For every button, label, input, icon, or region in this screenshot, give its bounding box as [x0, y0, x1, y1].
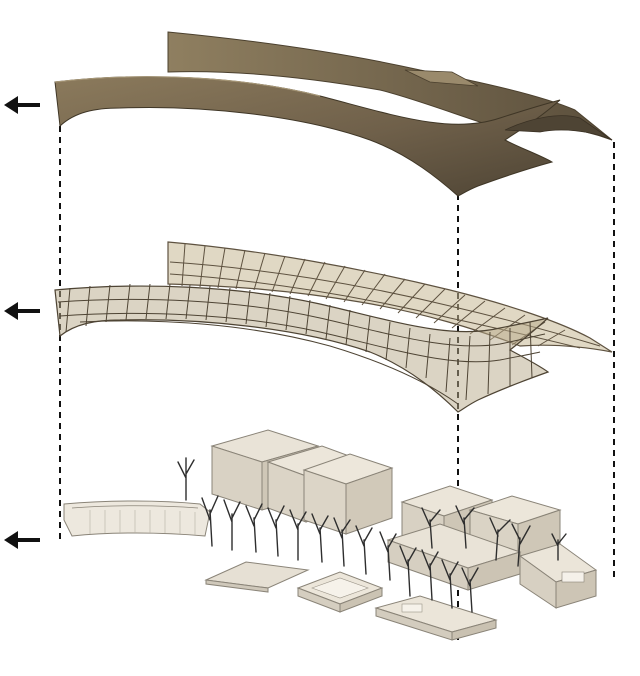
tree-icon [461, 567, 479, 613]
roof-back-top-strip [404, 69, 479, 87]
tree-icon [399, 545, 417, 597]
trees-group [177, 457, 567, 613]
tree-icon [421, 507, 441, 549]
tree-icon [333, 517, 351, 567]
tree-icon [201, 495, 219, 547]
tree-icon [551, 533, 567, 561]
left-canopy [63, 500, 211, 537]
arrow-middle-icon [4, 302, 40, 320]
tree-icon [289, 509, 307, 561]
tree-icon [311, 513, 329, 563]
grid-front-shell [54, 285, 550, 413]
roof-curl-right [504, 115, 613, 141]
tree-icon [441, 559, 459, 609]
building-cluster-right [386, 485, 598, 609]
roof-surface-layer [54, 31, 613, 197]
roof-front-shell [54, 76, 561, 197]
ground-buildings-layer [63, 429, 598, 641]
tree-icon [511, 523, 531, 567]
arrow-bottom-icon [4, 531, 40, 549]
vertical-guide-lines [59, 126, 615, 640]
tree-icon [489, 517, 511, 561]
grid-back-ribs [169, 243, 601, 349]
building-block-c [302, 453, 394, 535]
tree-icon [379, 531, 397, 581]
tree-icon [455, 505, 475, 549]
tree-icon [223, 499, 241, 551]
tree-icon [421, 549, 439, 601]
arrow-top-icon [4, 96, 40, 114]
ground-platforms [204, 561, 498, 641]
tree-icon [177, 457, 195, 501]
grid-front-ribs [57, 283, 546, 405]
tree-icon [245, 503, 263, 553]
roof-front-edge-highlight [54, 76, 321, 97]
tree-icon [355, 525, 373, 575]
tree-icon [267, 505, 285, 557]
roof-grid-layer [54, 241, 613, 413]
